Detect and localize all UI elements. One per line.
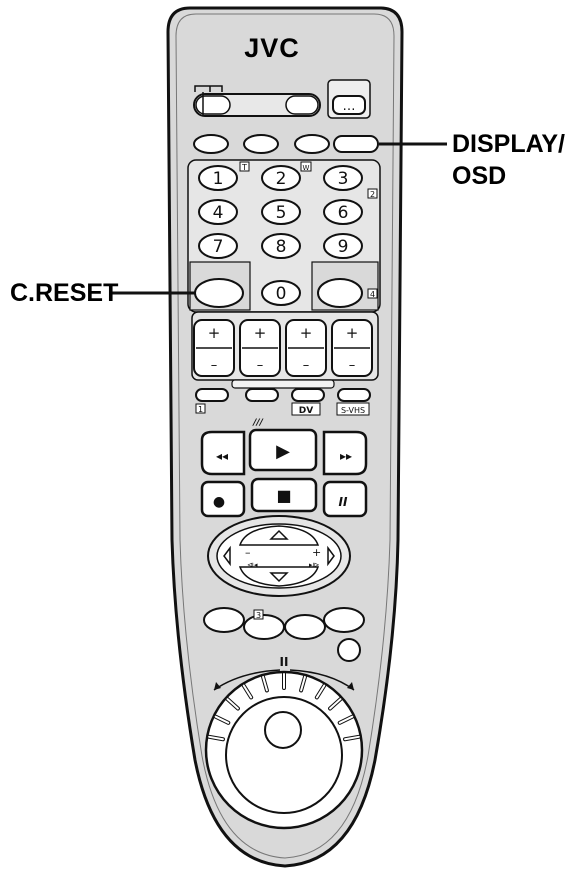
numpad-key-1[interactable] [198,165,238,191]
numpad-key-9[interactable] [323,233,363,259]
badge-3: 3 [253,609,264,620]
numpad-key-label: 6 [338,203,349,223]
brand-logo: JVC [244,33,300,63]
play-button[interactable] [248,428,318,472]
c-reset-label: C.RESET [10,279,119,307]
numpad-key-4[interactable] [198,199,238,225]
svg-text:3: 3 [256,611,261,620]
rocker-plus-label: + [346,324,359,342]
shuttle-ridges [207,672,361,742]
mode-slider-right[interactable] [285,95,319,115]
svhs-label: S-VHS [336,402,370,416]
jog-dial-finger-hole[interactable] [264,711,302,749]
up-arrow-icon [269,529,289,540]
badge-t: T [239,161,250,172]
display-osd-button[interactable] [333,135,379,153]
round-side-button[interactable] [337,638,361,662]
mode-slider-left[interactable] [195,95,231,115]
small-button-2[interactable] [245,388,279,402]
badge-4: 4 [367,288,378,299]
oval-button-2[interactable] [243,134,279,154]
prev-chapter-icon: ⧏◂ [247,561,258,569]
record-button[interactable] [200,480,246,518]
memory-button[interactable] [317,278,363,308]
next-chapter-icon: ▸⧐ [309,561,320,569]
small-button-1[interactable] [195,388,229,402]
rocker-minus-label: – [211,358,218,373]
numpad-key-0[interactable] [261,280,301,306]
badge-2: 2 [367,188,378,199]
numpad-key-label: 7 [213,237,224,257]
dv-button[interactable] [291,388,325,402]
jog-pause-icon: II [280,655,289,669]
numpad-key-label: 4 [213,203,224,223]
rocker-plus-label: + [254,324,267,342]
numpad-key-label: 9 [338,237,349,257]
pause-icon: II [339,495,348,509]
svhs-button[interactable] [337,388,371,402]
ellipsis-icon: … [343,99,356,114]
rocker-minus-label: – [257,358,264,373]
svg-text:S-VHS: S-VHS [341,406,365,415]
rocker-plus-label: + [208,324,221,342]
rocker-plus-label: + [300,324,313,342]
right-arrow-icon [327,545,335,567]
numpad-key-label: 2 [276,169,287,189]
stop-icon: ■ [276,486,291,505]
nav-minus-label: – [245,546,251,559]
numpad: 1 2 3 4 5 6 7 8 9 0 [198,165,363,306]
rocker-minus-label: – [349,358,356,373]
numpad-key-7[interactable] [198,233,238,259]
badge-w: W [300,161,312,172]
fast-forward-button[interactable] [322,430,368,476]
pause-button[interactable] [322,480,368,518]
down-arrow-icon [269,572,289,583]
rewind-icon: ◂◂ [216,449,228,463]
play-icon: ▶ [276,441,290,462]
c-reset-button[interactable] [194,278,244,308]
numpad-key-6[interactable] [323,199,363,225]
svg-text:DV: DV [299,406,313,416]
numpad-key-3[interactable] [323,165,363,191]
fast-forward-icon: ▸▸ [340,449,352,463]
nav-plus-label: + [312,546,321,559]
numpad-key-label: 1 [213,169,224,189]
display-osd-label-line1: DISPLAY/ [452,130,566,158]
svg-text:2: 2 [370,190,375,199]
badge-1: 1 [195,403,206,414]
stop-button[interactable] [250,477,318,513]
slow-icon: /// [252,418,264,428]
display-icon-button[interactable] [332,95,366,115]
dv-label: DV [291,402,321,416]
rocker-minus-label: – [303,358,310,373]
numpad-key-8[interactable] [261,233,301,259]
numpad-key-label: 8 [276,237,287,257]
lower-oval-button-4[interactable] [323,607,365,633]
rocker-buttons: + – + – + – + – [193,319,373,377]
display-osd-callout: DISPLAY/ OSD [452,128,565,192]
numpad-key-label: 3 [338,169,349,189]
numpad-key-5[interactable] [261,199,301,225]
oval-button-3[interactable] [294,134,330,154]
lower-oval-button-2[interactable] [243,614,285,640]
svg-text:T: T [241,163,247,172]
svg-text:1: 1 [198,405,203,414]
c-reset-callout: C.RESET [10,277,118,309]
svg-text:W: W [303,164,310,172]
svg-text:4: 4 [370,290,375,299]
display-osd-label-line2: OSD [452,162,507,190]
rewind-button[interactable] [200,430,246,476]
jog-dial[interactable] [225,696,343,814]
lower-oval-button-3[interactable] [284,614,326,640]
oval-button-1[interactable] [193,134,229,154]
numpad-key-label: 0 [276,284,287,304]
left-arrow-icon [223,545,231,567]
lower-oval-button-1[interactable] [203,607,245,633]
record-icon: ● [213,494,225,510]
numpad-key-label: 5 [276,203,287,223]
numpad-key-2[interactable] [261,165,301,191]
